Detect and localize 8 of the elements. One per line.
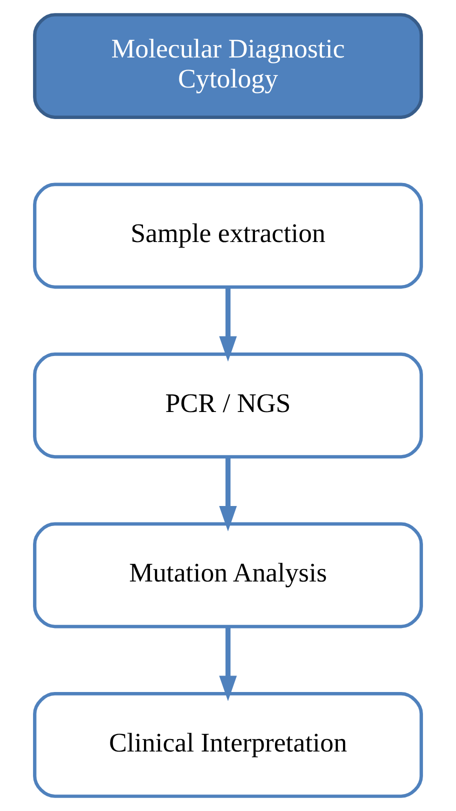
node-box: Molecular Diagnostic Cytology <box>33 13 423 119</box>
node-box: Mutation Analysis <box>33 522 423 628</box>
arrow <box>219 457 237 532</box>
node-box: Sample extraction <box>33 182 423 289</box>
node-box: Clinical Interpretation <box>33 692 423 798</box>
node-box: PCR / NGS <box>33 352 423 458</box>
arrow <box>219 626 237 702</box>
arrow <box>219 287 237 362</box>
